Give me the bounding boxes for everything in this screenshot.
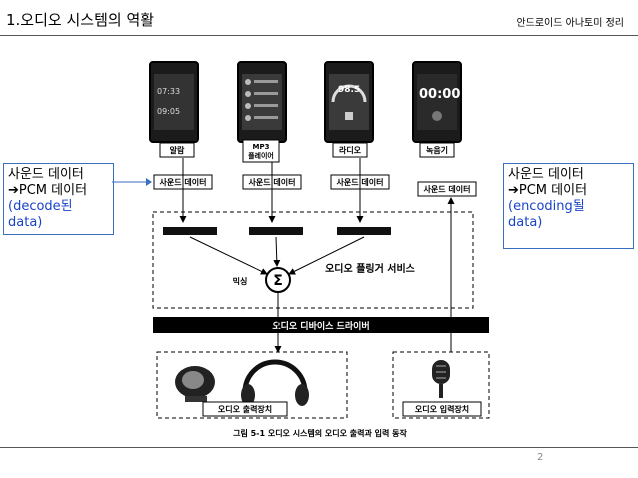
- alarm-time-1: 07:33: [157, 87, 180, 96]
- app-label-radio: 라디오: [339, 145, 362, 155]
- alarm-time-2: 09:05: [157, 107, 180, 116]
- recorder-time: 00:00: [419, 87, 460, 102]
- callout-right: 사운드 데이터 ➔PCM 데이터 (encoding될 data): [503, 163, 634, 249]
- phone-radio: 98.5: [324, 61, 374, 143]
- sound-data-box-4: 사운드 데이터: [424, 184, 471, 194]
- app-label-mp3-line2: 플레이어: [248, 151, 274, 160]
- app-label-recorder: 녹음기: [426, 145, 448, 155]
- callout-left-line1: 사운드 데이터: [8, 167, 84, 182]
- callout-left: 사운드 데이터 ➔PCM 데이터 (decode된 data): [3, 163, 114, 235]
- sigma-mixer: Σ: [273, 273, 283, 289]
- mixing-label: 믹싱: [233, 276, 248, 286]
- headphones-icon: [241, 359, 309, 406]
- footer-rule: [0, 447, 638, 448]
- phone-recorder: 00:00: [412, 61, 462, 143]
- slide-title: 1.오디오 시스템의 역활: [6, 11, 155, 29]
- audio-system-figure: 07:33 09:05 98.5 00:00 알람 MP3: [145, 52, 495, 444]
- header-rule: [0, 35, 638, 36]
- radio-frequency: 98.5: [338, 85, 360, 95]
- figure-svg: 07:33 09:05 98.5 00:00 알람 MP3: [149, 61, 490, 438]
- callout-left-line2: ➔PCM 데이터: [8, 183, 88, 198]
- speaker-icon: [175, 366, 215, 402]
- callout-right-line1: 사운드 데이터: [508, 167, 584, 182]
- callout-left-line3: (decode된 data): [8, 199, 73, 230]
- audio-flinger-label: 오디오 플링거 서비스: [325, 262, 415, 275]
- app-label-mp3-line1: MP3: [253, 143, 270, 151]
- input-device-label: 오디오 입력장치: [415, 404, 469, 414]
- phone-mp3: [237, 61, 287, 143]
- page-number: 2: [537, 452, 544, 463]
- driver-bar: 오디오 디바이스 드라이버: [272, 320, 369, 332]
- microphone-icon: [432, 360, 450, 398]
- callout-right-line3a: (encoding될: [508, 199, 585, 214]
- output-device-label: 오디오 출력장치: [218, 404, 272, 414]
- app-label-alarm: 알람: [170, 145, 185, 155]
- callout-right-line3b: data): [508, 215, 543, 230]
- phone-alarm: 07:33 09:05: [149, 61, 199, 143]
- slide-subtitle: 안드로이드 아나토미 정리: [516, 18, 624, 29]
- callout-right-line2: ➔PCM 데이터: [508, 183, 588, 198]
- figure-caption: 그림 5-1 오디오 시스템의 오디오 출력과 입력 동작: [233, 428, 407, 438]
- callout-left-arrow: [112, 178, 152, 186]
